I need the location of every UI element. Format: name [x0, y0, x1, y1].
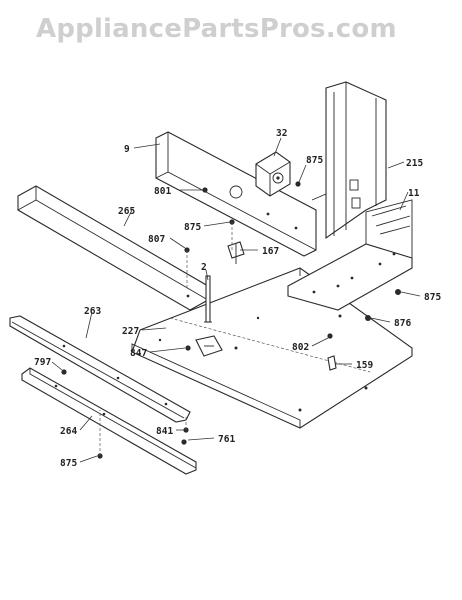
label-32: 32: [276, 128, 287, 139]
label-875-right: 875: [424, 292, 441, 303]
label-875-top: 875: [306, 155, 323, 166]
label-807: 807: [148, 234, 165, 245]
bottom-trim-part: [21, 367, 197, 475]
leader-lines: [51, 137, 421, 463]
label-264: 264: [60, 426, 77, 437]
label-847: 847: [130, 348, 147, 359]
label-227: 227: [122, 326, 139, 337]
label-263: 263: [84, 306, 101, 317]
label-761: 761: [218, 434, 235, 445]
back-panel-part: [311, 81, 387, 240]
label-9: 9: [124, 144, 130, 155]
label-265: 265: [118, 206, 135, 217]
rod-part: [204, 275, 212, 323]
watermark-text: AppliancePartsPros.com: [36, 14, 397, 44]
label-802: 802: [292, 342, 309, 353]
side-bracket-part: [287, 199, 413, 311]
top-trim-part: [17, 185, 209, 311]
label-159: 159: [356, 360, 373, 371]
label-876: 876: [394, 318, 411, 329]
fan-motor-part: [255, 151, 291, 197]
label-167: 167: [262, 246, 279, 257]
label-875-mid: 875: [184, 222, 201, 233]
label-841: 841: [156, 426, 173, 437]
part-number-labels: 32 9 875 215 801 11 265 875 807 167 2 87…: [34, 128, 441, 469]
screw-fasteners: [61, 181, 401, 459]
clip-159-part: [327, 355, 337, 371]
label-2: 2: [201, 262, 207, 273]
bracket-847-part: [195, 335, 223, 357]
bracket-167-part: [227, 241, 245, 264]
label-875-bottom: 875: [60, 458, 77, 469]
label-801: 801: [154, 186, 171, 197]
label-797: 797: [34, 357, 51, 368]
label-215: 215: [406, 158, 423, 169]
label-11: 11: [408, 188, 420, 199]
control-panel-part: [155, 131, 317, 257]
